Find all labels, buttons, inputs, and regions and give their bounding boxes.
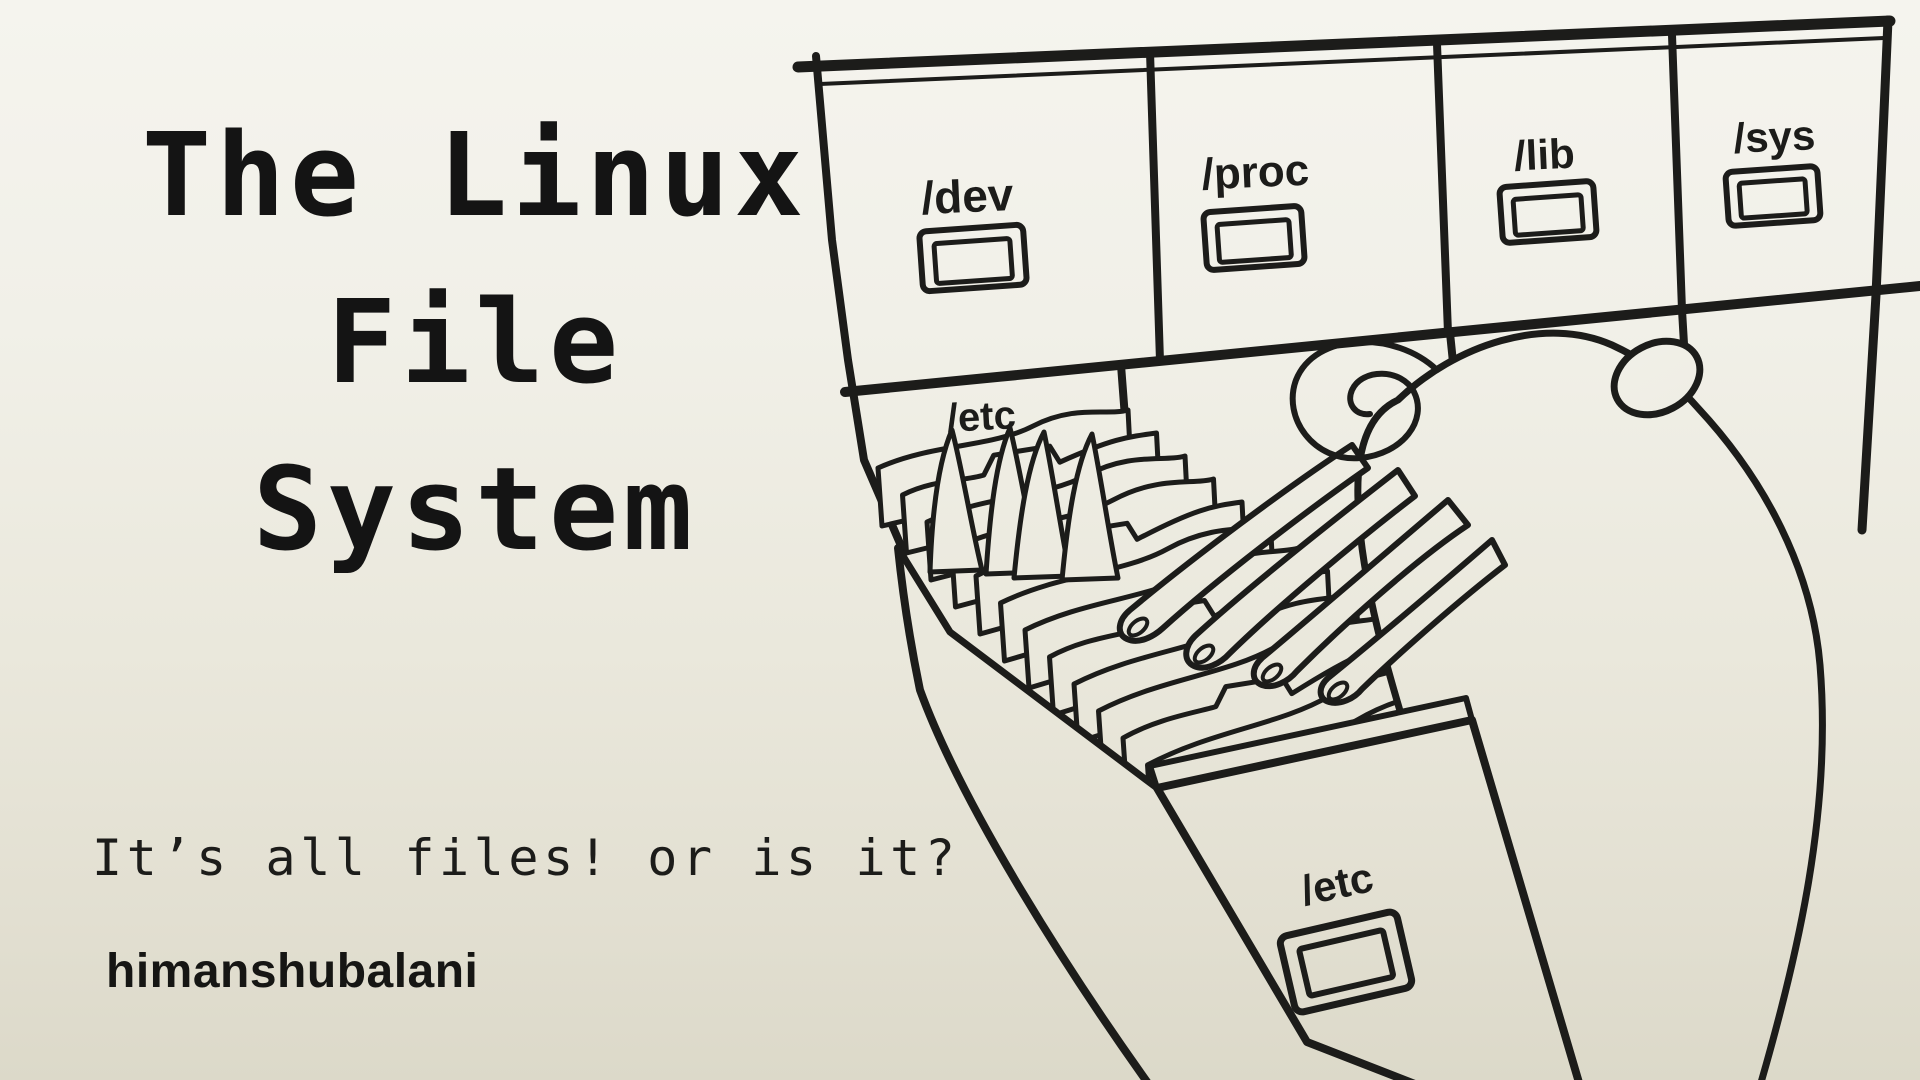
drawer-lib: /lib <box>1496 130 1600 246</box>
divider-dev-proc <box>1146 48 1164 365</box>
drawer-label-sys: /sys <box>1733 111 1817 162</box>
drawer-dev: /dev <box>916 168 1030 295</box>
open-drawer-left-wall <box>894 544 1307 1080</box>
cabinet-left-edge <box>812 52 906 552</box>
nail <box>1326 680 1350 702</box>
title-line-1: The Linux <box>141 109 809 243</box>
drawer-handle-etc <box>1276 908 1416 1016</box>
fingers <box>1116 442 1508 706</box>
nail <box>1126 616 1150 638</box>
handle-inner <box>1296 927 1396 999</box>
paper-flap <box>1059 431 1121 583</box>
paper-flaps <box>927 425 1121 583</box>
title-line-3: System <box>252 443 698 577</box>
paper-flap <box>927 427 985 575</box>
handle-inner <box>1510 192 1586 238</box>
nail <box>1192 643 1216 665</box>
drawer-label-dev: /dev <box>920 168 1015 224</box>
handle-inner <box>1736 176 1810 221</box>
handle-outer <box>916 221 1030 295</box>
cabinet-top-edge-inner <box>818 36 1886 86</box>
drawer-handle-dev <box>916 221 1030 295</box>
title-line-2: File <box>326 276 624 410</box>
wall-outer-edge <box>894 544 1151 1080</box>
knuckle-oval <box>1610 337 1704 419</box>
author-name: himanshubalani <box>106 945 479 998</box>
nail <box>1260 662 1284 684</box>
subtitle: It’s all files! or is it? <box>92 829 960 887</box>
open-drawer-front: /etc <box>1147 695 1583 1080</box>
handle-outer <box>1496 178 1600 246</box>
handle-outer <box>1722 163 1824 229</box>
divider-proc-lib <box>1433 40 1452 337</box>
drawer-front-face <box>1153 716 1583 1080</box>
handle-outer <box>1276 908 1416 1016</box>
finger <box>1116 442 1371 644</box>
drawer-sys: /sys <box>1722 111 1824 229</box>
drawer-label-lib: /lib <box>1513 130 1576 180</box>
cabinet-top-edge <box>792 15 1896 73</box>
cuff-squiggle <box>1289 339 1440 462</box>
page-title: The Linux File System <box>0 93 950 594</box>
cabinet-body <box>792 15 1920 552</box>
cabinet-row-divider <box>840 281 1920 397</box>
drawer-handle-proc <box>1200 203 1308 273</box>
finger <box>1250 497 1471 690</box>
drawer-handle-sys <box>1722 163 1824 229</box>
drawer-proc: /proc <box>1200 146 1311 273</box>
drawer-label-etc-row2: /etc <box>946 393 1017 441</box>
drawer-handle-lib <box>1496 178 1600 246</box>
divider-lib-sys <box>1668 31 1686 314</box>
cabinet-right-edge <box>1857 15 1893 535</box>
handle-inner <box>1214 217 1294 265</box>
wall-face <box>898 548 1307 1080</box>
handle-inner <box>931 236 1015 286</box>
finger <box>1317 537 1508 706</box>
handle-outer <box>1200 203 1308 273</box>
finger <box>1183 467 1418 671</box>
finger-nails <box>1126 616 1350 702</box>
drawer-label-proc: /proc <box>1201 146 1311 200</box>
wall-rim <box>894 544 1161 792</box>
